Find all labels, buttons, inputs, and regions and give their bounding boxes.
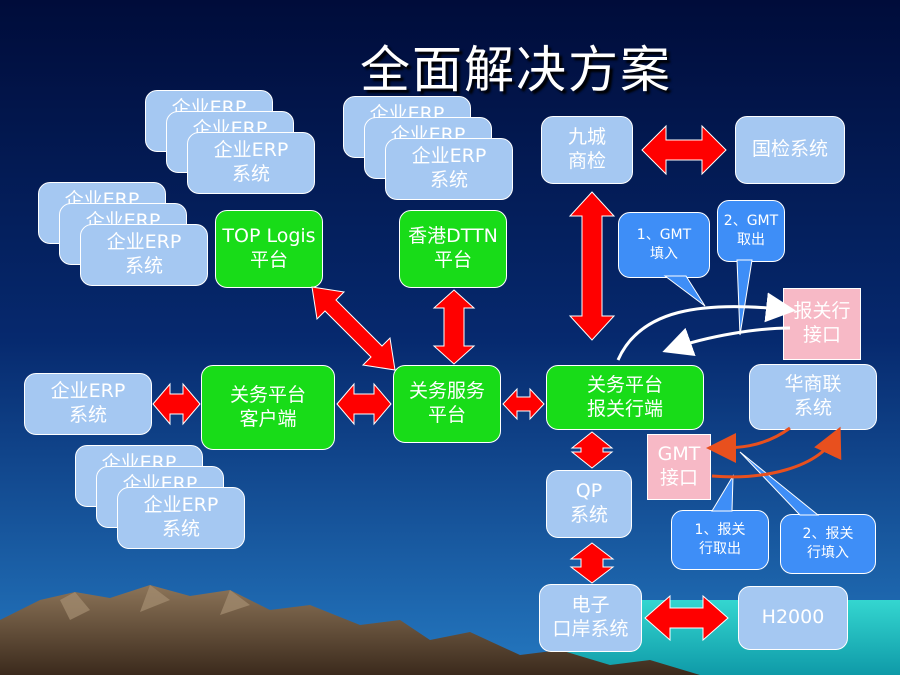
node-label: TOP Logis bbox=[222, 225, 316, 248]
erp-card-label: 企业ERP bbox=[411, 145, 487, 168]
erp-card-label: 企业ERP bbox=[213, 139, 289, 162]
callout-label: 2、报关 bbox=[802, 526, 854, 543]
node-sublabel: 报关行端 bbox=[586, 397, 663, 420]
node-sublabel: 平台 bbox=[427, 404, 466, 426]
erp-card-front[interactable]: 企业ERP 系统 bbox=[80, 224, 208, 286]
callout-label: 1、报关 bbox=[694, 522, 746, 539]
erp-card-label: 企业ERP bbox=[143, 494, 219, 517]
node-sublabel: 口岸系统 bbox=[552, 618, 629, 640]
qp-system-node[interactable]: QP 系统 bbox=[546, 470, 632, 538]
node-label: 电子 bbox=[571, 594, 610, 617]
broker-interface-node[interactable]: 报关行 接口 bbox=[783, 288, 861, 360]
top-logis-node[interactable]: TOP Logis 平台 bbox=[215, 210, 323, 288]
jiucheng-inspection-node[interactable]: 九城 商检 bbox=[541, 116, 633, 184]
node-sublabel: 平台 bbox=[433, 249, 472, 271]
node-label: 关务服务 bbox=[408, 380, 485, 403]
node-label: 关务平台 bbox=[586, 373, 663, 396]
node-sublabel: 平台 bbox=[249, 249, 288, 271]
gmt-interface-node[interactable]: GMT 接口 bbox=[647, 434, 711, 500]
node-label: 香港DTTN bbox=[408, 225, 498, 248]
node-label: 九城 bbox=[567, 126, 606, 149]
erp-card-sublabel: 系统 bbox=[161, 518, 200, 540]
callout-broker-fill: 2、报关 行填入 bbox=[780, 514, 876, 574]
hk-dttn-node[interactable]: 香港DTTN 平台 bbox=[399, 210, 507, 288]
callout-label: 2、GMT bbox=[723, 213, 779, 230]
erp-card-front[interactable]: 企业ERP 系统 bbox=[117, 487, 245, 549]
node-label: 关务平台 bbox=[229, 383, 306, 406]
erp-card-sublabel: 系统 bbox=[429, 169, 468, 191]
callout-sublabel: 取出 bbox=[737, 232, 765, 248]
erp-card-sublabel: 系统 bbox=[68, 404, 107, 426]
erp-card-front[interactable]: 企业ERP 系统 bbox=[385, 138, 513, 200]
callout-sublabel: 填入 bbox=[650, 246, 678, 262]
erp-card-front[interactable]: 企业ERP 系统 bbox=[187, 132, 315, 194]
callout-sublabel: 行取出 bbox=[699, 541, 741, 557]
node-sublabel: 客户端 bbox=[239, 407, 297, 430]
erp-card-label: 企业ERP bbox=[50, 380, 126, 403]
node-label: 国检系统 bbox=[751, 138, 828, 161]
node-sublabel: 系统 bbox=[793, 397, 832, 419]
node-label: QP bbox=[575, 480, 603, 503]
callout-gmt-fill: 1、GMT 填入 bbox=[618, 212, 710, 278]
huashanglian-node[interactable]: 华商联 系统 bbox=[749, 364, 877, 430]
customs-broker-node[interactable]: 关务平台 报关行端 bbox=[546, 365, 704, 430]
node-sublabel: 接口 bbox=[659, 467, 698, 489]
erp-card-single[interactable]: 企业ERP 系统 bbox=[24, 373, 152, 435]
callout-sublabel: 行填入 bbox=[807, 545, 849, 561]
callout-label: 1、GMT bbox=[636, 227, 692, 244]
node-label: 华商联 bbox=[784, 373, 842, 396]
node-sublabel: 系统 bbox=[569, 504, 608, 526]
node-sublabel: 商检 bbox=[567, 150, 606, 172]
erp-card-label: 企业ERP bbox=[106, 231, 182, 254]
erp-card-sublabel: 系统 bbox=[124, 255, 163, 277]
h2000-node[interactable]: H2000 bbox=[738, 586, 848, 650]
e-port-system-node[interactable]: 电子 口岸系统 bbox=[539, 584, 642, 652]
customs-client-node[interactable]: 关务平台 客户端 bbox=[201, 365, 335, 450]
callout-gmt-fetch: 2、GMT 取出 bbox=[717, 200, 785, 262]
node-sublabel: 接口 bbox=[802, 324, 841, 346]
node-label: GMT bbox=[657, 443, 701, 466]
erp-card-sublabel: 系统 bbox=[231, 163, 270, 185]
callout-broker-fetch: 1、报关 行取出 bbox=[671, 510, 769, 570]
guojian-system-node[interactable]: 国检系统 bbox=[735, 116, 845, 184]
node-label: H2000 bbox=[761, 606, 825, 629]
node-label: 报关行 bbox=[793, 300, 851, 323]
page-title: 全面解决方案 bbox=[360, 41, 672, 99]
customs-service-node[interactable]: 关务服务 平台 bbox=[393, 365, 501, 443]
